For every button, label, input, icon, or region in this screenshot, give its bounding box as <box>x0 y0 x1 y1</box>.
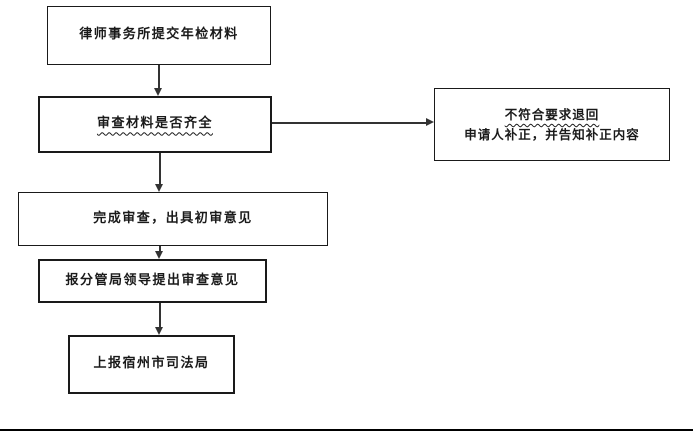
arrow-line <box>159 303 161 328</box>
arrowhead-down-icon <box>155 184 163 192</box>
node-leader-label: 报分管局领导提出审查意见 <box>65 272 240 288</box>
node-initial-label: 完成审查，出具初审意见 <box>93 210 253 226</box>
arrow-line <box>159 246 161 252</box>
flow-node-return-for-correction: 不符合要求退回 申请人补正，并告知补正内容 <box>434 88 670 161</box>
arrow-line <box>159 153 161 185</box>
arrow-line <box>272 122 428 124</box>
node-return-label-line1: 不符合要求退回 <box>504 107 600 123</box>
arrowhead-down-icon <box>155 327 163 335</box>
node-report-label: 上报宿州市司法局 <box>93 356 210 372</box>
page-bottom-divider <box>0 429 693 431</box>
flow-node-report-to-city-bureau: 上报宿州市司法局 <box>68 335 235 394</box>
flow-node-leader-opinion: 报分管局领导提出审查意见 <box>38 259 267 303</box>
arrow-line <box>158 65 160 90</box>
node-submit-label: 律师事务所提交年检材料 <box>79 27 239 43</box>
arrowhead-down-icon <box>155 251 163 259</box>
flow-node-initial-opinion: 完成审查，出具初审意见 <box>18 192 328 246</box>
arrowhead-down-icon <box>154 88 162 96</box>
arrowhead-right-icon <box>426 118 434 126</box>
flow-node-submit-materials: 律师事务所提交年检材料 <box>47 6 271 65</box>
node-return-label-line2: 申请人补正，并告知补正内容 <box>464 126 640 142</box>
flow-node-check-materials: 审查材料是否齐全 <box>38 96 272 153</box>
node-check-label: 审查材料是否齐全 <box>96 116 213 132</box>
